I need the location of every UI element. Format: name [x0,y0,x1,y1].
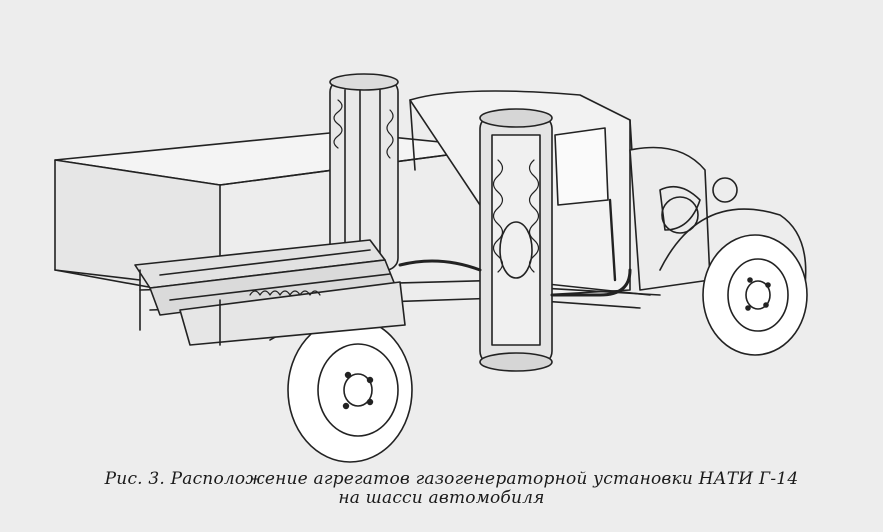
gas-generator-left [329,73,399,271]
caption-line-1: Рис. 3. Расположение агрегатов газогенер… [104,469,799,489]
engine-hood [629,146,738,291]
bed-post [139,269,221,346]
front-wheel [702,234,808,356]
front-fender [659,208,807,286]
gas-cleaners [134,239,406,346]
figure-caption: Рис. 3. Расположение агрегатов газогенер… [0,470,883,508]
caption-line-2: на шасси автомобиля [338,488,545,508]
gas-generator-right [479,108,553,372]
gas-pipes [398,198,632,297]
truck-drawing [54,73,808,463]
truck-gas-generator-illustration [40,40,840,470]
rear-wheel [269,317,413,463]
